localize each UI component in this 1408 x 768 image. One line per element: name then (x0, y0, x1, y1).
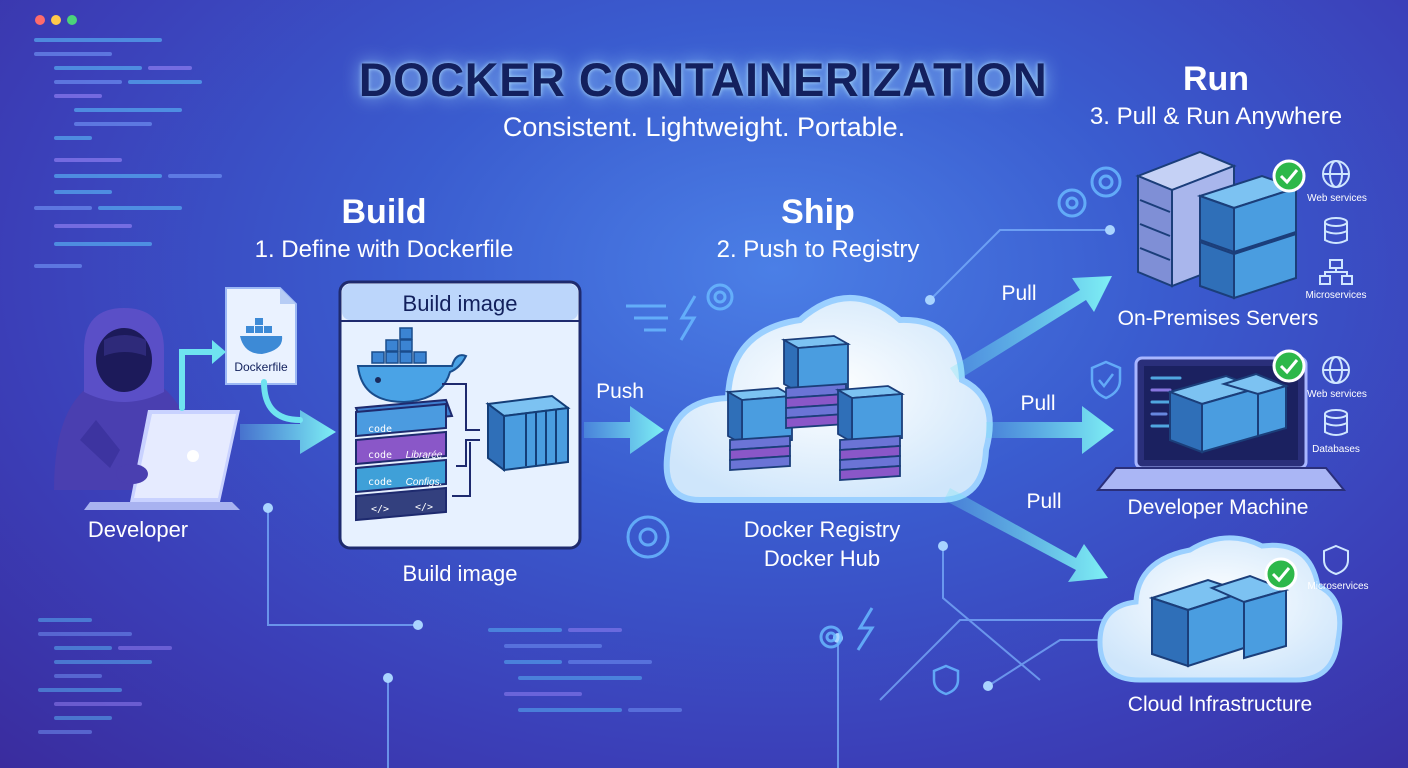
pull-label-cloud: Pull (1026, 490, 1062, 513)
docker-whale-icon (356, 327, 468, 404)
dockerfile-document (225, 287, 297, 385)
ship-step-title: Ship (781, 193, 855, 231)
developer-machine-laptop (1095, 356, 1347, 491)
check-icon (1264, 159, 1306, 591)
page-title: DOCKER CONTAINERIZATION (358, 53, 1048, 106)
developer-connectors (179, 349, 303, 423)
registry-label: Docker Registry (743, 517, 901, 542)
window-dots (35, 15, 77, 25)
cloud-infrastructure (1097, 535, 1343, 683)
onprem-label: On-Premises Servers (1117, 307, 1319, 330)
build-image-caption: Build image (402, 561, 518, 586)
on-premises-servers (1135, 150, 1300, 300)
build-step-title: Build (341, 193, 427, 231)
registry-sublabel: Docker Hub (763, 546, 881, 571)
arrow-to-dockerfile (212, 340, 226, 364)
push-label: Push (596, 380, 644, 403)
run-step-title: Run (1182, 60, 1250, 98)
service-label: Web services (1307, 193, 1367, 204)
layer-label: code (367, 450, 393, 461)
code-lines-bottom-left (38, 618, 172, 734)
code-lines-bottom-middle (488, 628, 682, 712)
layer-label: code (367, 424, 393, 435)
devmachine-label: Developer Machine (1127, 496, 1309, 519)
pull-arrows (944, 276, 1114, 582)
dockerfile-label: Dockerfile (234, 360, 288, 374)
service-icons (1319, 160, 1353, 576)
cloud-label: Cloud Infrastructure (1127, 693, 1313, 716)
layer-label: </> (414, 502, 434, 513)
registry-container-stacks (725, 335, 905, 481)
service-label: Microservices (1307, 581, 1369, 592)
page-subtitle: Consistent. Lightweight. Portable. (502, 112, 906, 142)
lightning-icon (626, 295, 875, 651)
image-layers (354, 398, 454, 522)
circuit-traces (267, 229, 1110, 768)
build-box-header: Build image (402, 291, 518, 316)
container-image-cube (485, 394, 571, 472)
service-label: Web services (1307, 389, 1367, 400)
build-step-subtitle: 1. Define with Dockerfile (254, 236, 514, 263)
layer-label: Configs. (405, 477, 443, 488)
pull-label-devmachine: Pull (1020, 392, 1056, 415)
layer-label: code (367, 477, 393, 488)
shield-icon (932, 360, 1122, 696)
code-lines-top-left (34, 38, 222, 268)
layer-to-image-arrows (442, 383, 480, 497)
ship-step-subtitle: 2. Push to Registry (716, 236, 920, 263)
service-label: Microservices (1305, 290, 1367, 301)
developer-figure (54, 308, 240, 510)
layer-label: Librarée (405, 450, 443, 461)
arrow-to-build (240, 410, 336, 454)
pull-label-onprem: Pull (1001, 282, 1037, 305)
layer-label: </> (370, 504, 390, 515)
developer-label: Developer (87, 517, 189, 542)
run-step-subtitle: 3. Pull & Run Anywhere (1089, 103, 1343, 130)
push-arrow (584, 406, 664, 454)
gear-icon (626, 166, 1122, 649)
circuit-nodes (263, 225, 1115, 691)
service-label: Databases (1312, 444, 1360, 455)
